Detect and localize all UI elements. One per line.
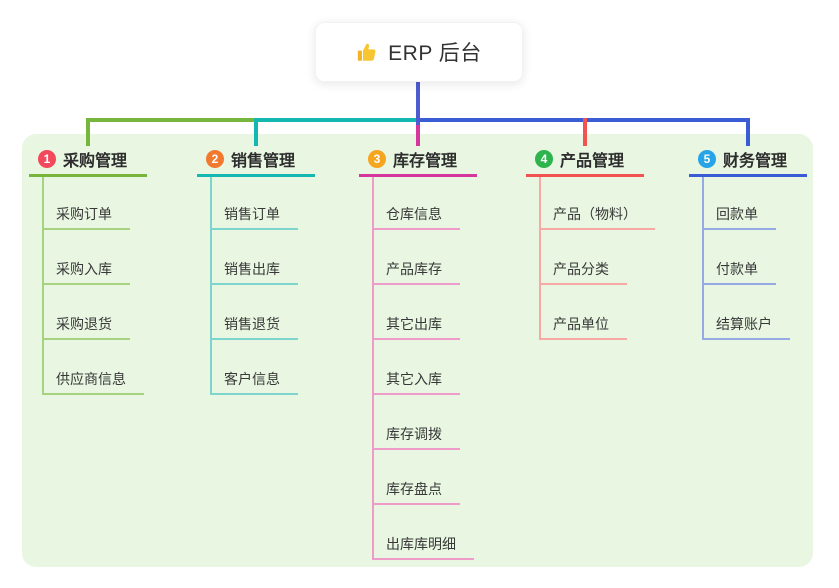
subtopic[interactable]: 结算账户 — [702, 310, 790, 340]
subtopic[interactable]: 产品分类 — [539, 255, 627, 285]
subtopic-label: 销售退货 — [224, 316, 280, 332]
subtopic[interactable]: 产品（物料） — [539, 200, 655, 230]
connector-line — [254, 118, 420, 122]
subtopic-label: 供应商信息 — [56, 371, 126, 387]
subtopic[interactable]: 产品单位 — [539, 310, 627, 340]
subtopic[interactable]: 仓库信息 — [372, 200, 460, 230]
connector-line — [702, 177, 704, 340]
numbered-badge: 4 — [535, 149, 553, 168]
subtopic-label: 其它入库 — [386, 371, 442, 387]
subtopic-label: 产品（物料） — [553, 206, 637, 222]
topic-label: 产品管理 — [560, 152, 625, 170]
topic-branch-4[interactable]: 4 产品管理 — [526, 143, 644, 177]
subtopic-label: 销售出库 — [224, 261, 280, 277]
subtopic-label: 出库库明细 — [386, 536, 456, 552]
topic-label: 库存管理 — [393, 152, 458, 170]
connector-line — [539, 177, 541, 340]
connector-line — [583, 118, 587, 146]
subtopic-label: 库存调拨 — [386, 426, 442, 442]
subtopic[interactable]: 回款单 — [702, 200, 776, 230]
subtopic-label: 回款单 — [716, 206, 758, 222]
subtopic-label: 采购入库 — [56, 261, 112, 277]
topic-branch-3[interactable]: 3 库存管理 — [359, 143, 477, 177]
subtopic[interactable]: 库存盘点 — [372, 475, 460, 505]
subtopic[interactable]: 供应商信息 — [42, 365, 144, 395]
subtopic-label: 采购订单 — [56, 206, 112, 222]
connector-line — [210, 177, 212, 395]
subtopic[interactable]: 销售订单 — [210, 200, 298, 230]
connector-line — [746, 118, 750, 146]
subtopic-label: 仓库信息 — [386, 206, 442, 222]
subtopic-label: 产品分类 — [553, 261, 609, 277]
numbered-badge: 1 — [38, 149, 56, 168]
topic-label: 销售管理 — [231, 152, 296, 170]
numbered-badge: 5 — [698, 149, 716, 168]
subtopic-label: 产品单位 — [553, 316, 609, 332]
subtopic-label: 销售订单 — [224, 206, 280, 222]
connector-line — [86, 118, 90, 146]
subtopic-label: 客户信息 — [224, 371, 280, 387]
subtopic[interactable]: 销售退货 — [210, 310, 298, 340]
subtopic[interactable]: 采购订单 — [42, 200, 130, 230]
connector-line — [42, 177, 44, 395]
root-topic[interactable]: ERP 后台 — [315, 22, 523, 82]
subtopic-label: 付款单 — [716, 261, 758, 277]
subtopic[interactable]: 产品库存 — [372, 255, 460, 285]
subtopic[interactable]: 采购入库 — [42, 255, 130, 285]
connector-line — [416, 118, 420, 146]
topic-branch-2[interactable]: 2 销售管理 — [197, 143, 315, 177]
connector-line — [372, 177, 374, 560]
subtopic[interactable]: 库存调拨 — [372, 420, 460, 450]
subtopic[interactable]: 客户信息 — [210, 365, 298, 395]
subtopic-label: 库存盘点 — [386, 481, 442, 497]
thumbs-up-icon — [356, 41, 378, 63]
subtopic-label: 其它出库 — [386, 316, 442, 332]
subtopic[interactable]: 销售出库 — [210, 255, 298, 285]
numbered-badge: 2 — [206, 149, 224, 168]
topic-label: 采购管理 — [63, 152, 128, 170]
topic-label: 财务管理 — [723, 152, 788, 170]
subtopic[interactable]: 其它入库 — [372, 365, 460, 395]
subtopic[interactable]: 采购退货 — [42, 310, 130, 340]
root-connector-line — [416, 82, 420, 125]
subtopic-label: 采购退货 — [56, 316, 112, 332]
connector-line — [86, 118, 420, 122]
connector-line — [254, 118, 258, 146]
numbered-badge: 3 — [368, 149, 386, 168]
topic-branch-1[interactable]: 1 采购管理 — [29, 143, 147, 177]
subtopic[interactable]: 其它出库 — [372, 310, 460, 340]
group-boundary — [22, 134, 813, 567]
subtopic[interactable]: 出库库明细 — [372, 530, 474, 560]
subtopic[interactable]: 付款单 — [702, 255, 776, 285]
topic-branch-5[interactable]: 5 财务管理 — [689, 143, 807, 177]
subtopic-label: 产品库存 — [386, 261, 442, 277]
subtopic-label: 结算账户 — [716, 316, 772, 332]
root-topic-label: ERP 后台 — [388, 42, 482, 65]
